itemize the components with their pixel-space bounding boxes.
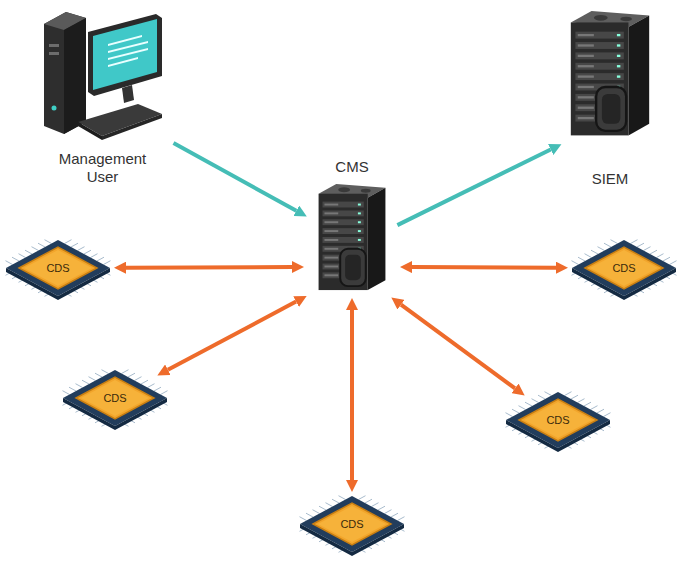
- workstation-icon: [38, 4, 168, 144]
- connector-arrow: [126, 265, 292, 270]
- connector-arrow: [412, 265, 556, 270]
- chip-label: CDS: [612, 253, 635, 283]
- chip-node: CDS: [594, 253, 654, 283]
- connector-arrow: [168, 302, 296, 370]
- chip-label: CDS: [103, 383, 126, 413]
- connector-arrow: [350, 310, 354, 480]
- node-label: Management User: [44, 150, 162, 186]
- chip-node: CDS: [322, 509, 382, 539]
- connector-arrow: [397, 150, 550, 226]
- chip-node: CDS: [28, 253, 88, 283]
- workstation-node: Management User: [35, 4, 170, 189]
- connector-arrow: [401, 305, 515, 389]
- server-node: CMS: [312, 158, 392, 294]
- chip-label: CDS: [546, 405, 569, 435]
- connector-arrow: [174, 143, 297, 211]
- chip-label: CDS: [46, 253, 69, 283]
- label-wrap: Management User: [44, 150, 162, 186]
- chip-node: CDS: [528, 405, 588, 435]
- chip-node: CDS: [85, 383, 145, 413]
- chip-label: CDS: [340, 509, 363, 539]
- node-label: SIEM: [592, 170, 629, 188]
- node-label: CMS: [335, 158, 368, 176]
- server-icon: [566, 4, 654, 140]
- server-node: SIEM: [565, 4, 655, 189]
- server-icon: [314, 178, 390, 294]
